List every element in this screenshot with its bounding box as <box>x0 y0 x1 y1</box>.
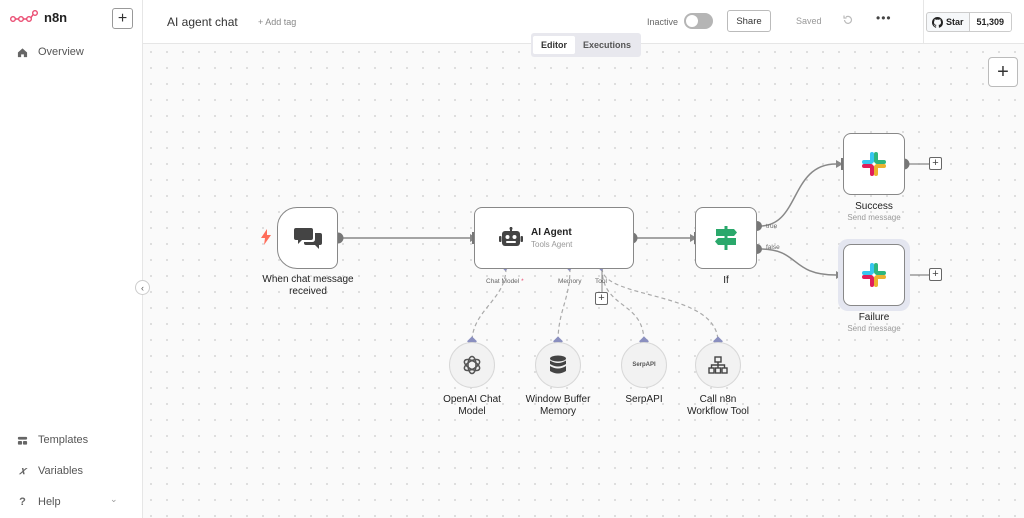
chat-bubbles-icon <box>293 228 322 249</box>
status-label: Inactive <box>647 17 679 27</box>
more-options-icon[interactable]: ••• <box>876 11 892 25</box>
node-subtitle: Send message <box>847 324 901 333</box>
sidebar-item-label: Help <box>38 496 61 508</box>
node-label: Call n8n Workflow Tool <box>687 394 749 417</box>
port-text: Chat Model <box>486 278 520 285</box>
port-label-chat-model: Chat Model * <box>486 278 524 285</box>
brand-name: n8n <box>44 9 68 25</box>
node-subtitle: Send message <box>847 213 901 222</box>
variables-icon: 𝑥 <box>19 464 26 477</box>
add-after-failure-button[interactable]: + <box>929 268 942 281</box>
slack-icon <box>862 152 886 176</box>
node-if[interactable] <box>695 207 757 269</box>
add-node-button[interactable]: + <box>988 57 1018 87</box>
openai-icon <box>463 355 481 375</box>
connection-tool-workflow <box>601 267 719 343</box>
share-button[interactable]: Share <box>727 10 771 32</box>
node-label: When chat message received <box>262 274 354 297</box>
database-icon <box>550 355 566 374</box>
add-tool-button[interactable]: + <box>595 292 608 305</box>
sidebar-item-templates[interactable]: Templates <box>17 434 88 446</box>
node-failure[interactable] <box>843 244 905 306</box>
home-icon <box>17 47 28 58</box>
node-openai-chat-model[interactable] <box>449 342 495 388</box>
port-label-tool: Tool <box>595 278 607 285</box>
node-label: If <box>723 275 729 286</box>
signpost-icon <box>715 226 737 250</box>
node-success[interactable] <box>843 133 905 195</box>
add-tag-link[interactable]: + Add tag <box>258 17 297 27</box>
github-star-button[interactable]: Star 51,309 <box>926 12 1013 32</box>
tab-editor[interactable]: Editor <box>533 36 575 54</box>
collapse-sidebar-button[interactable]: ‹ <box>135 280 150 295</box>
github-area: Star 51,309 <box>923 0 1024 44</box>
sidebar-item-overview[interactable]: Overview <box>17 46 84 58</box>
sidebar-item-label: Overview <box>38 46 84 58</box>
sidebar-item-variables[interactable]: 𝑥 Variables <box>17 464 84 478</box>
help-icon: ? <box>19 496 26 508</box>
serpapi-icon: SerpAPI <box>632 362 656 368</box>
node-ai-agent[interactable] <box>474 207 634 269</box>
node-label: SerpAPI <box>625 394 663 405</box>
node-serpapi[interactable]: SerpAPI <box>621 342 667 388</box>
port-label-false: false <box>766 244 780 251</box>
tab-executions[interactable]: Executions <box>583 40 632 50</box>
node-label: OpenAI Chat Model <box>443 394 501 417</box>
active-toggle[interactable] <box>684 13 713 29</box>
saved-status: Saved <box>796 16 822 26</box>
github-icon <box>932 16 943 28</box>
github-star-label: Star <box>946 17 964 27</box>
n8n-logo-icon <box>10 10 38 22</box>
view-tabs: Editor Executions <box>531 33 642 57</box>
node-call-workflow-tool[interactable] <box>695 342 741 388</box>
connection-memory <box>557 267 571 343</box>
connection-if-success <box>759 163 837 227</box>
robot-icon <box>499 227 523 246</box>
connection-chatmodel <box>471 267 507 343</box>
node-chat-trigger[interactable] <box>277 207 338 269</box>
sidebar-item-help[interactable]: ? Help <box>17 496 61 508</box>
sidebar-item-label: Templates <box>38 434 89 446</box>
sidebar: n8n + Overview Templates 𝑥 Variables ? H… <box>0 0 143 518</box>
node-label: AI Agent <box>531 227 572 238</box>
port-label-memory: Memory <box>558 278 582 285</box>
github-star-count: 51,309 <box>969 13 1012 31</box>
node-label: Success <box>855 201 893 212</box>
sidebar-item-label: Variables <box>38 465 84 477</box>
node-label: Failure <box>858 312 890 323</box>
sitemap-icon <box>708 356 728 374</box>
node-window-buffer-memory[interactable] <box>535 342 581 388</box>
n8n-logo[interactable]: n8n <box>10 9 67 25</box>
connection-if-failure <box>759 248 837 276</box>
node-subtitle: Tools Agent <box>531 240 573 249</box>
toggle-knob <box>686 15 698 27</box>
trigger-bolt-icon <box>261 229 271 250</box>
arrow-head <box>690 234 697 242</box>
add-after-success-button[interactable]: + <box>929 157 942 170</box>
workflow-title[interactable]: AI agent chat <box>167 15 238 29</box>
chevron-down-icon[interactable]: ⌄ <box>110 494 118 504</box>
templates-icon <box>17 435 28 446</box>
history-icon[interactable] <box>842 14 854 26</box>
node-label: Window Buffer Memory <box>525 394 591 417</box>
port-label-true: true <box>766 223 778 230</box>
arrow-head <box>836 160 843 168</box>
add-workflow-button[interactable]: + <box>112 8 133 29</box>
connection-tool-serpapi <box>601 267 645 343</box>
slack-icon <box>862 263 886 287</box>
chevron-left-icon: ‹ <box>141 282 144 293</box>
required-mark: * <box>521 278 524 285</box>
github-star: Star <box>927 13 970 31</box>
